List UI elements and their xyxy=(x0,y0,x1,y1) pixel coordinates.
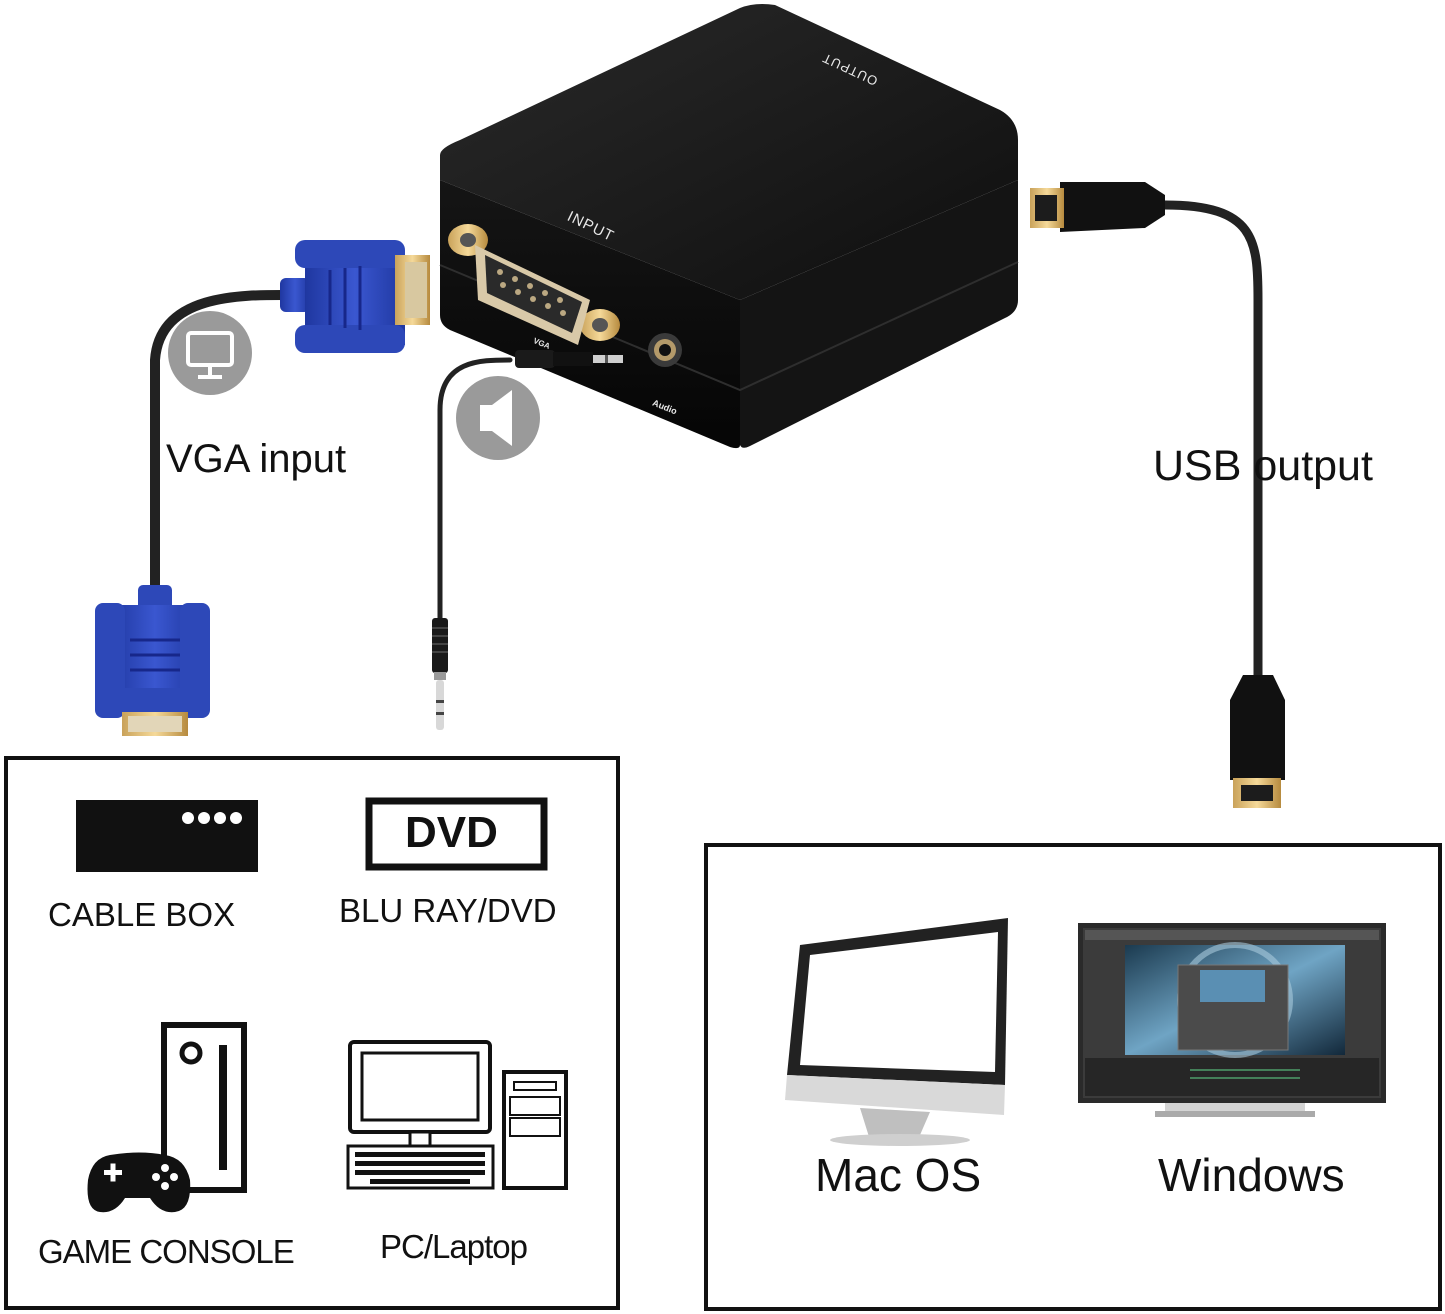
windows-monitor-icon xyxy=(1078,923,1386,1117)
pc-laptop-icon xyxy=(346,1040,568,1190)
output-plug-source-end xyxy=(1230,675,1285,808)
audio-port xyxy=(648,333,682,367)
target-systems-panel xyxy=(704,843,1442,1311)
output-plug-device-end xyxy=(1030,182,1165,232)
source-label-blu-ray-dvd: BLU RAY/DVD xyxy=(339,892,557,929)
target-label-windows: Windows xyxy=(1158,1149,1345,1201)
audio-cable xyxy=(437,357,513,628)
source-label-cable-box: CABLE BOX xyxy=(48,896,236,933)
dvd-player-icon xyxy=(365,797,548,871)
output-cable xyxy=(1160,200,1263,685)
game-console-icon xyxy=(87,1022,247,1213)
vga-port xyxy=(448,224,620,345)
vga-plug-device-end xyxy=(280,240,430,353)
vga-cable xyxy=(150,289,305,605)
source-devices-panel xyxy=(4,756,620,1310)
imac-monitor-icon xyxy=(785,918,1008,1146)
vga-plug-source-end xyxy=(95,585,210,736)
monitor-badge-icon xyxy=(168,311,252,395)
target-label-mac-os: Mac OS xyxy=(815,1149,982,1201)
source-label-game-console: GAME CONSOLE xyxy=(38,1233,295,1270)
speaker-badge-icon xyxy=(456,376,540,460)
dvd-logo-text: DVD xyxy=(405,808,498,857)
cable-box-icon xyxy=(76,800,258,872)
usb-output-label: USB output xyxy=(1153,442,1373,490)
source-label-pc-laptop: PC/Laptop xyxy=(380,1228,528,1265)
converter-device xyxy=(439,4,1019,449)
audio-plug-device-end xyxy=(515,350,623,368)
vga-input-label: VGA input xyxy=(166,437,347,481)
audio-plug-source-end xyxy=(432,618,448,730)
